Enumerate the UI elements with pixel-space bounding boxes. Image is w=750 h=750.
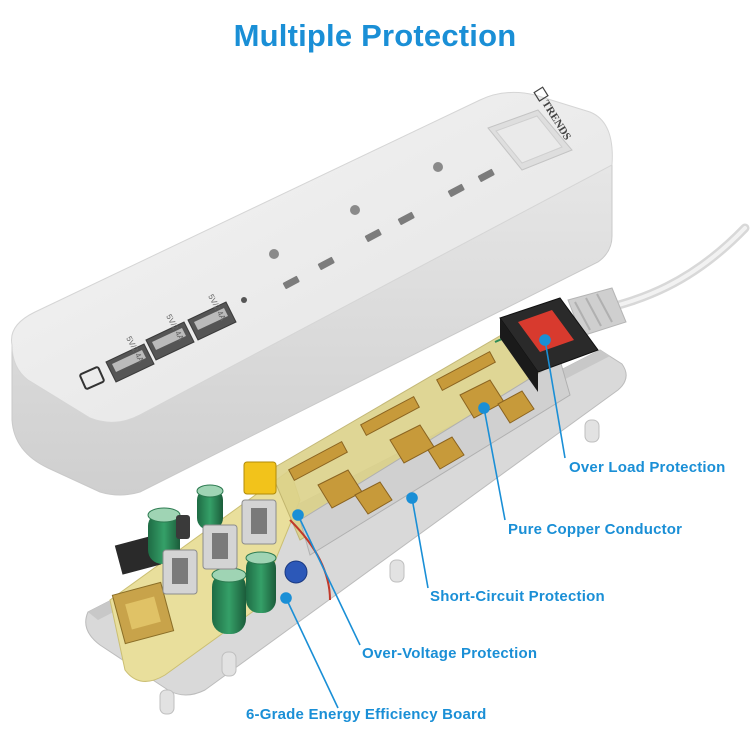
yellow-capacitor [243, 461, 277, 495]
ac-outlet-3 [269, 249, 335, 289]
overload-switch [499, 297, 599, 392]
copper-contacts [288, 350, 535, 515]
callout-over-voltage: Over-Voltage Protection [362, 645, 538, 662]
callout-short-circuit: Short-Circuit Protection [430, 588, 605, 605]
callout-copper-conductor: Pure Copper Conductor [508, 521, 683, 538]
pcb-usb-modules [162, 499, 277, 595]
side-button-icon [79, 366, 105, 390]
ac-outlet-1 [433, 162, 495, 197]
strip-top-housing: TRENDS 5V/2.4A 5V/2.4A [10, 86, 613, 496]
indicator-light [241, 297, 247, 303]
callout-over-load: Over Load Protection [569, 459, 726, 476]
top-power-switch [487, 109, 573, 171]
page-title: Multiple Protection [233, 18, 517, 53]
callout-leader-lines [280, 334, 566, 709]
callout-energy-board: 6-Grade Energy Efficiency Board [246, 706, 487, 723]
ac-outlet-2 [350, 205, 415, 242]
power-cord [567, 223, 750, 337]
capacitors [147, 484, 277, 634]
varistor [284, 560, 308, 584]
